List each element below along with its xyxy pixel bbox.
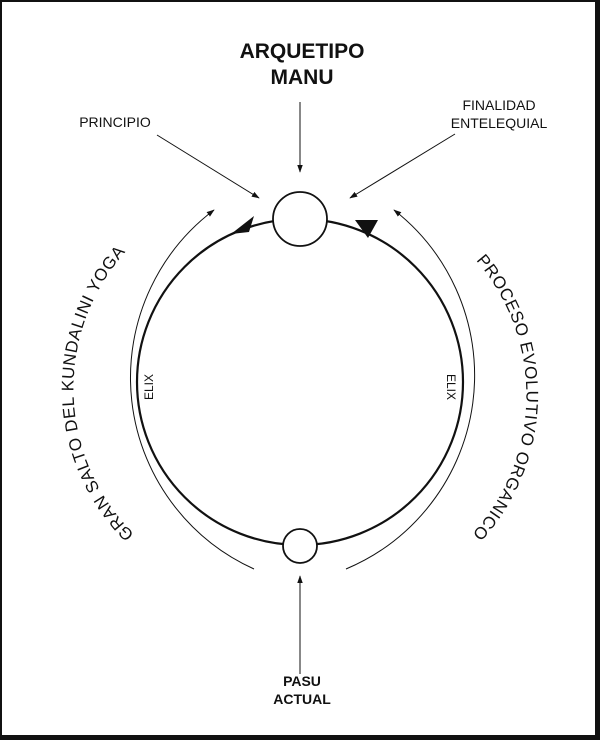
principio-pointer-arrow — [156, 134, 260, 199]
title-line-2: MANU — [271, 66, 334, 89]
gran-salto-label: GRAN SALTO DEL KUNDALINI YOGA — [58, 242, 137, 545]
title-line-1: ARQUETIPO — [240, 40, 365, 63]
bottom-node-circle — [282, 528, 318, 564]
elix-main-circle — [135, 217, 465, 547]
left-outer-arc-arrow — [130, 209, 255, 570]
right-arrowhead-icon — [355, 220, 378, 238]
right-outer-arc-arrow — [345, 209, 476, 570]
top-node-circle — [272, 191, 328, 247]
pasu-label-line-2: ACTUAL — [273, 691, 331, 707]
finalidad-pointer-arrow — [349, 133, 456, 199]
left-arrowhead-icon — [231, 216, 254, 234]
principio-label: PRINCIPIO — [79, 114, 151, 130]
proceso-evolutivo-label: PROCESO EVOLUTIVO ORGANICO — [469, 251, 542, 545]
pasu-label-line-1: PASU — [283, 673, 321, 689]
elix-left-label: ELIX — [142, 374, 156, 400]
finalidad-label-line-1: FINALIDAD — [462, 97, 535, 113]
elix-right-label: ELIX — [444, 374, 458, 400]
finalidad-label-line-2: ENTELEQUIAL — [451, 115, 548, 131]
